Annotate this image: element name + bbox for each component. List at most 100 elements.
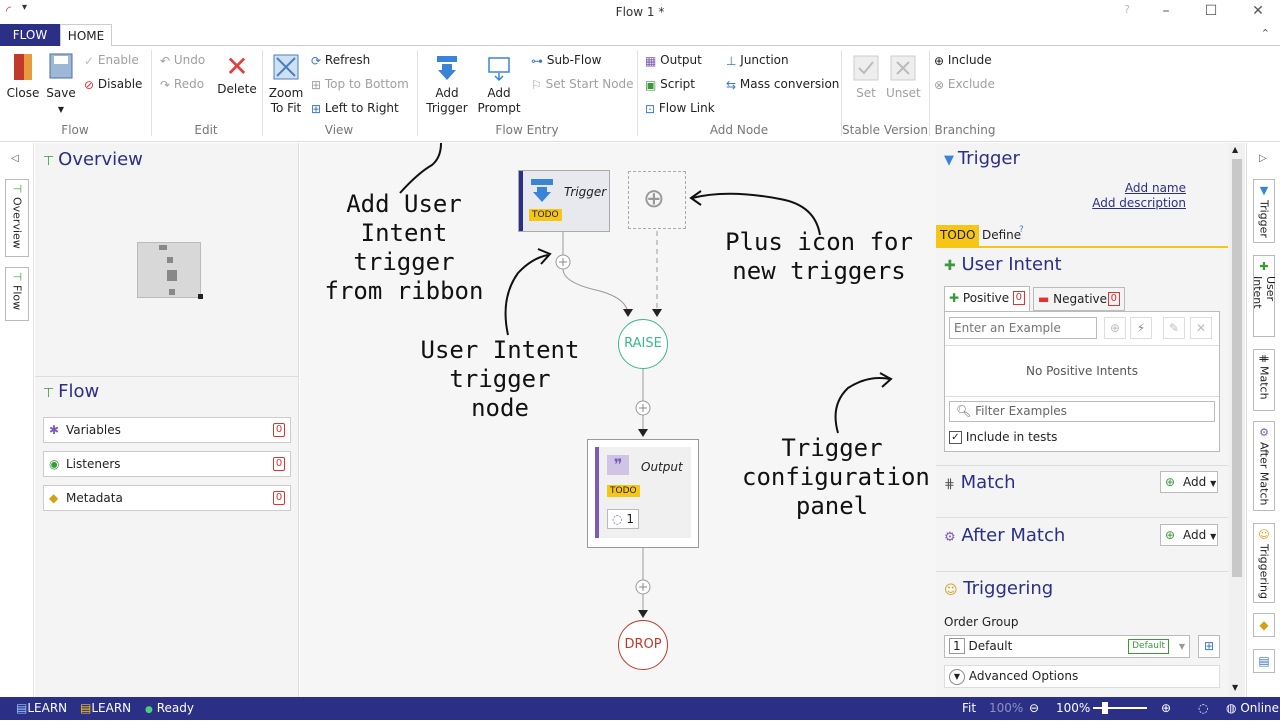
side-tab-trigger[interactable]: ▼Trigger: [1253, 179, 1275, 243]
delete-example-icon[interactable]: ✕: [1190, 317, 1212, 339]
include-button[interactable]: ⊕ Include: [934, 53, 992, 68]
drop-node[interactable]: DROP: [618, 620, 668, 670]
learn-button-1[interactable]: ▤LEARN: [16, 701, 68, 715]
intent-examples-box: ⊕ ⚡ ✎ ✕ No Positive Intents 🔍︎ Filter Ex…: [944, 311, 1220, 452]
filter-examples-input[interactable]: 🔍︎ Filter Examples: [949, 401, 1215, 422]
zoom-in-icon[interactable]: ⊕: [1161, 701, 1172, 715]
order-group-select[interactable]: 1 Default Default ▼: [944, 635, 1190, 658]
sub-flow-button[interactable]: ⊶ Sub-Flow: [531, 53, 602, 68]
zoom-out-icon[interactable]: ⊖: [1029, 701, 1040, 715]
enable-button[interactable]: ✓ Enable: [84, 53, 139, 68]
help-icon[interactable]: ?: [1019, 225, 1024, 235]
order-group-settings-icon[interactable]: ⊞: [1198, 635, 1220, 658]
tab-home[interactable]: HOME: [60, 24, 112, 47]
unset-button[interactable]: Unset: [886, 54, 921, 101]
side-tab-triggering[interactable]: ☺Triggering: [1253, 523, 1275, 603]
tab-positive[interactable]: ✚ Positive 0: [944, 286, 1030, 311]
quick-access-dropdown-icon[interactable]: ▾: [22, 2, 28, 13]
zoom-slider-thumb[interactable]: [1102, 702, 1108, 714]
junction-button[interactable]: ⊥ Junction: [726, 53, 789, 68]
script-button[interactable]: ▣ Script: [645, 77, 695, 92]
set-start-node-button[interactable]: ⚐ Set Start Node: [531, 77, 634, 92]
flow-link-button[interactable]: ⊡ Flow Link: [645, 101, 715, 116]
flow-item-variables[interactable]: ✱ Variables 0: [43, 417, 291, 443]
chat-icon[interactable]: ◌: [1198, 701, 1209, 715]
save-button[interactable]: Save▼: [44, 52, 78, 117]
minimap-resize-handle[interactable]: [198, 294, 203, 299]
fit-button[interactable]: Fit: [962, 701, 977, 715]
zoom-level: 100%: [1056, 701, 1091, 715]
maximize-icon[interactable]: ☐: [1204, 3, 1218, 19]
trigger-panel-header: ▼ Trigger: [944, 148, 1020, 169]
flow-canvas[interactable]: Trigger TODO ⊕ RAISE ❞ Output TODO ◌ 1 D…: [300, 143, 936, 697]
zoom-fit-icon: [273, 54, 299, 80]
new-trigger-placeholder[interactable]: ⊕: [628, 171, 686, 229]
minimize-icon[interactable]: –: [1162, 3, 1170, 19]
side-tab-tag-icon[interactable]: ◆: [1253, 613, 1275, 637]
flow-item-listeners[interactable]: ◉ Listeners 0: [43, 451, 291, 477]
zoom-slider[interactable]: [1093, 702, 1147, 714]
undo-button[interactable]: ↶ Undo: [160, 53, 206, 68]
refresh-button[interactable]: ⟳ Refresh: [311, 53, 371, 68]
add-description-link[interactable]: Add description: [1092, 196, 1186, 210]
collapse-right-icon[interactable]: ▷: [1259, 153, 1267, 164]
left-to-right-button[interactable]: ⊞ Left to Right: [311, 101, 399, 116]
tab-todo[interactable]: TODO: [936, 225, 980, 246]
variables-icon: ✱: [49, 423, 60, 437]
include-in-tests[interactable]: ✓ Include in tests: [949, 430, 1057, 444]
tab-negative[interactable]: ▬ Negative 0: [1033, 287, 1125, 311]
gears-icon: ⚙: [1257, 426, 1271, 439]
magic-wand-icon[interactable]: ⚡: [1130, 317, 1152, 339]
raise-node[interactable]: RAISE: [618, 319, 668, 369]
scroll-down-icon[interactable]: ▼: [1232, 683, 1239, 692]
edit-icon[interactable]: ✎: [1163, 317, 1185, 339]
checkbox-checked-icon[interactable]: ✓: [949, 431, 962, 444]
add-example-icon[interactable]: ⊕: [1104, 317, 1126, 339]
tree-icon: ⊤: [43, 154, 55, 169]
mass-conversion-button[interactable]: ⇆ Mass conversion: [726, 77, 840, 92]
exclude-button[interactable]: ⊗ Exclude: [934, 77, 995, 92]
advanced-options[interactable]: ▼ Advanced Options: [944, 665, 1220, 688]
set-button[interactable]: Set: [850, 54, 882, 101]
zoom-dim: 100%: [989, 701, 1024, 715]
output-button[interactable]: ▦ Output: [645, 53, 702, 68]
disable-button[interactable]: ⊘ Disable: [84, 77, 143, 92]
side-tab-card-icon[interactable]: ▤: [1253, 649, 1275, 673]
tab-flow[interactable]: FLOW: [0, 24, 60, 46]
add-name-link[interactable]: Add name: [1124, 181, 1186, 195]
flow-item-metadata[interactable]: ◆ Metadata 0: [43, 485, 291, 511]
junction-icon: ⊥: [726, 53, 737, 68]
plus-circle-icon[interactable]: ⊕: [643, 184, 665, 214]
close-window-icon[interactable]: ✕: [1252, 3, 1264, 19]
collapse-ribbon-icon[interactable]: ⌃: [1260, 27, 1270, 40]
add-after-match-button[interactable]: ⊕Add ▼: [1160, 524, 1218, 546]
output-node[interactable]: ❞ Output TODO ◌ 1: [587, 439, 699, 548]
delete-button[interactable]: ✕Delete: [217, 50, 257, 97]
side-tab-match[interactable]: ⋕Match: [1253, 349, 1275, 411]
overview-minimap[interactable]: [137, 242, 203, 299]
side-tab-user-intent[interactable]: ✚User Intent: [1251, 255, 1277, 337]
learn-button-2[interactable]: ▤LEARN: [80, 701, 132, 715]
add-match-button[interactable]: ⊕Add ▼: [1160, 471, 1218, 493]
flow-item-label: Variables: [66, 423, 121, 437]
tab-define[interactable]: Define: [982, 228, 1022, 242]
help-icon[interactable]: ?: [1124, 3, 1130, 16]
scroll-thumb[interactable]: [1232, 159, 1242, 577]
count-badge: 0: [1107, 292, 1120, 306]
top-to-bottom-button[interactable]: ⊞ Top to Bottom: [311, 77, 409, 92]
trigger-node[interactable]: Trigger TODO: [518, 170, 610, 232]
side-tab-flow[interactable]: ⊤Flow: [5, 267, 29, 321]
side-tab-after-match[interactable]: ⚙After Match: [1253, 421, 1275, 511]
order-number: 1: [949, 638, 965, 654]
redo-button[interactable]: ↷ Redo: [160, 77, 205, 92]
prompt-count[interactable]: ◌ 1: [607, 509, 639, 529]
example-input[interactable]: [949, 317, 1097, 339]
side-tab-overview[interactable]: ⊤Overview: [5, 179, 29, 257]
scroll-up-icon[interactable]: ▲: [1232, 145, 1239, 154]
close-button[interactable]: Close: [4, 52, 42, 101]
collapse-left-icon[interactable]: ◁: [11, 153, 19, 164]
right-panel-scrollbar[interactable]: ▲ ▼: [1229, 143, 1245, 697]
